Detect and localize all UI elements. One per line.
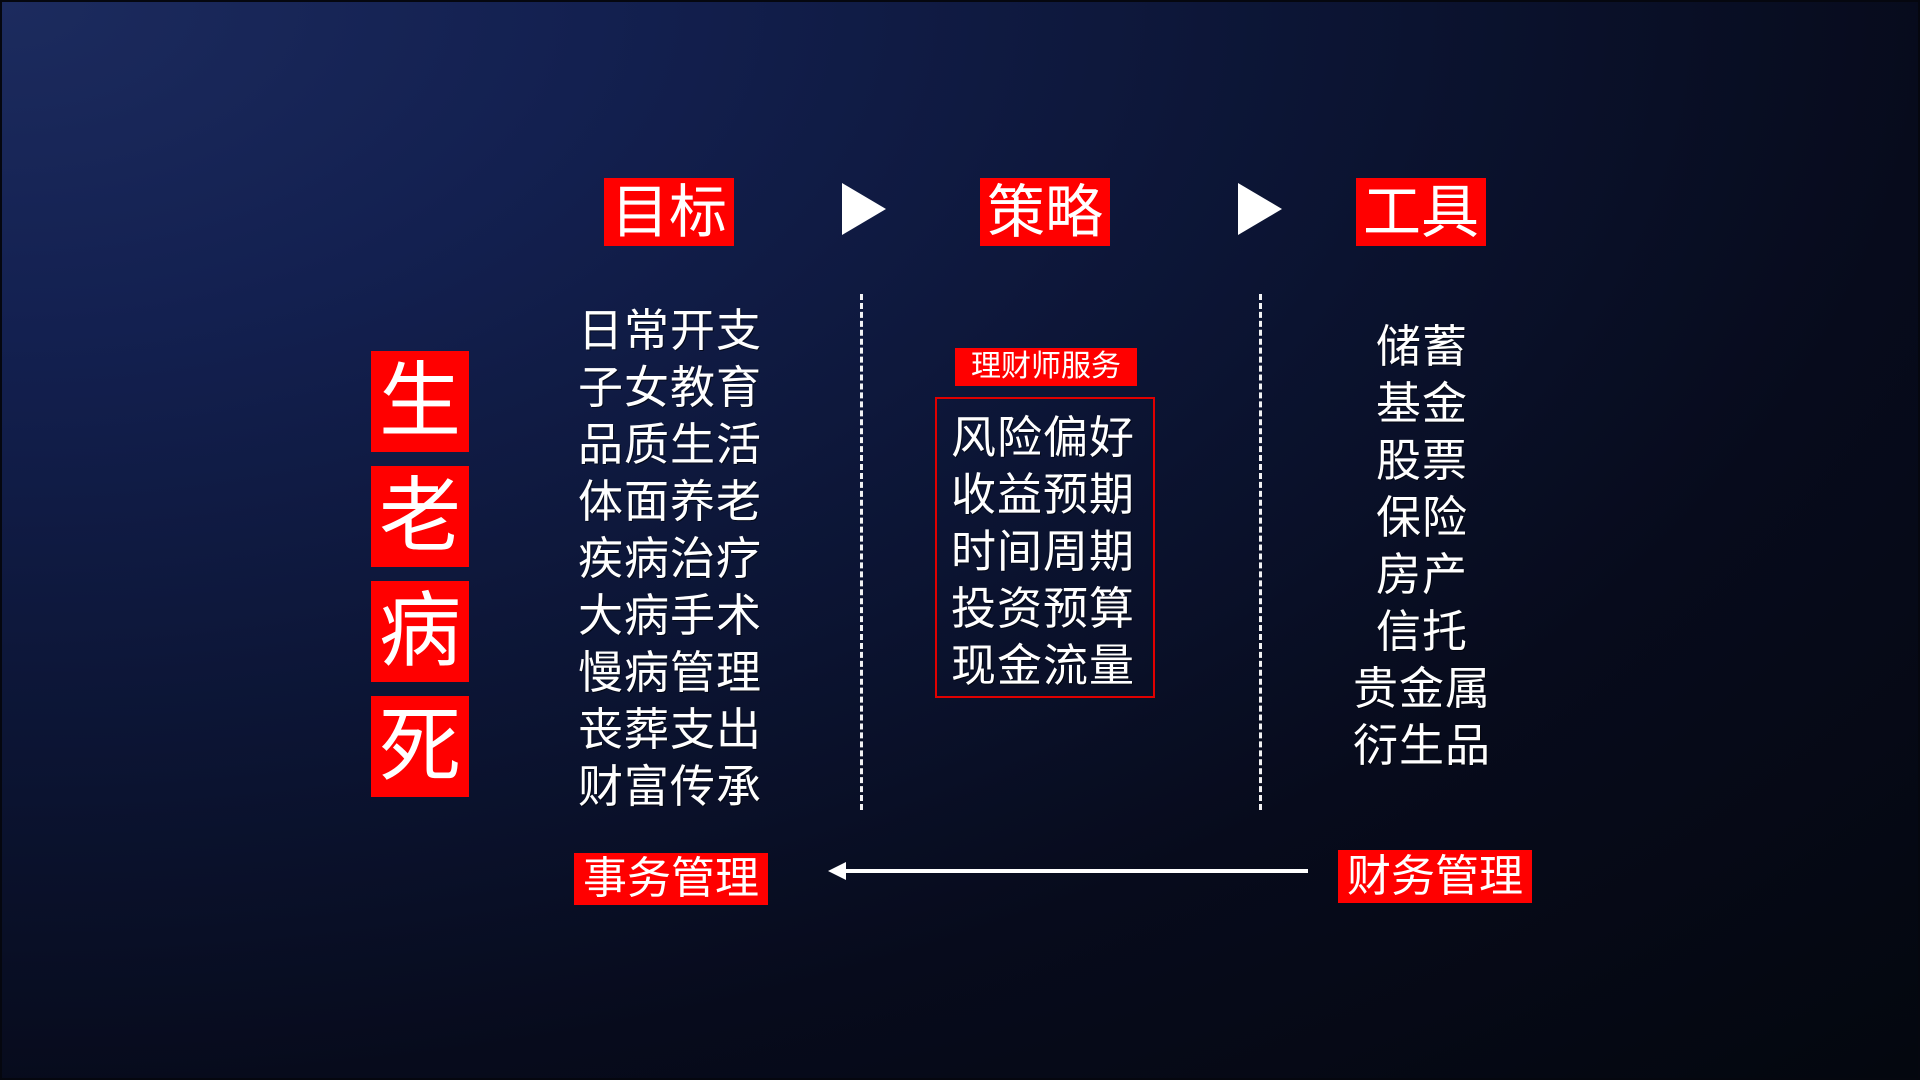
goal-item: 品质生活 xyxy=(578,418,763,471)
life-stage-illness: 病 xyxy=(371,581,469,682)
financial-management-label: 财务管理 xyxy=(1338,850,1532,903)
arrow-left-line xyxy=(842,869,1308,873)
tools-list: 储蓄 基金 股票 保险 房产 信托 贵金属 衍生品 xyxy=(1342,318,1502,774)
header-goal: 目标 xyxy=(604,178,734,246)
goal-item: 财富传承 xyxy=(578,760,763,813)
strategy-list: 风险偏好 收益预期 时间周期 投资预算 现金流量 xyxy=(951,409,1135,694)
tool-item: 基金 xyxy=(1375,377,1468,430)
life-stage-death: 死 xyxy=(371,696,469,797)
tool-item: 股票 xyxy=(1375,434,1468,487)
header-strategy: 策略 xyxy=(980,178,1110,246)
goal-item: 大病手术 xyxy=(578,589,763,642)
tool-item: 房产 xyxy=(1375,548,1468,601)
tool-item: 贵金属 xyxy=(1352,662,1491,715)
goal-item: 慢病管理 xyxy=(578,646,763,699)
strategy-item: 投资预算 xyxy=(951,582,1136,635)
flow-arrow-right-icon xyxy=(1238,183,1282,235)
flow-arrow-right-icon xyxy=(842,183,886,235)
goal-item: 体面养老 xyxy=(578,475,763,528)
goals-list: 日常开支 子女教育 品质生活 体面养老 疾病治疗 大病手术 慢病管理 丧葬支出 … xyxy=(578,302,762,815)
goal-item: 疾病治疗 xyxy=(578,532,763,585)
divider-left xyxy=(860,294,863,810)
strategy-item: 时间周期 xyxy=(951,525,1136,578)
strategy-item: 风险偏好 xyxy=(951,411,1136,464)
divider-right xyxy=(1259,294,1262,810)
goal-item: 子女教育 xyxy=(578,361,763,414)
goal-item: 丧葬支出 xyxy=(578,703,763,756)
financial-planner-service-label: 理财师服务 xyxy=(955,348,1137,386)
strategy-box: 风险偏好 收益预期 时间周期 投资预算 现金流量 xyxy=(935,397,1155,698)
life-stage-aging: 老 xyxy=(371,466,469,567)
life-stage-birth: 生 xyxy=(371,351,469,452)
arrow-left-icon xyxy=(828,862,846,880)
tool-item: 衍生品 xyxy=(1352,719,1491,772)
strategy-item: 现金流量 xyxy=(951,639,1136,692)
tool-item: 信托 xyxy=(1375,605,1468,658)
tool-item: 保险 xyxy=(1375,491,1468,544)
header-tools: 工具 xyxy=(1356,178,1486,246)
goal-item: 日常开支 xyxy=(578,304,763,357)
tool-item: 储蓄 xyxy=(1375,320,1468,373)
affairs-management-label: 事务管理 xyxy=(574,853,768,905)
strategy-item: 收益预期 xyxy=(951,468,1136,521)
